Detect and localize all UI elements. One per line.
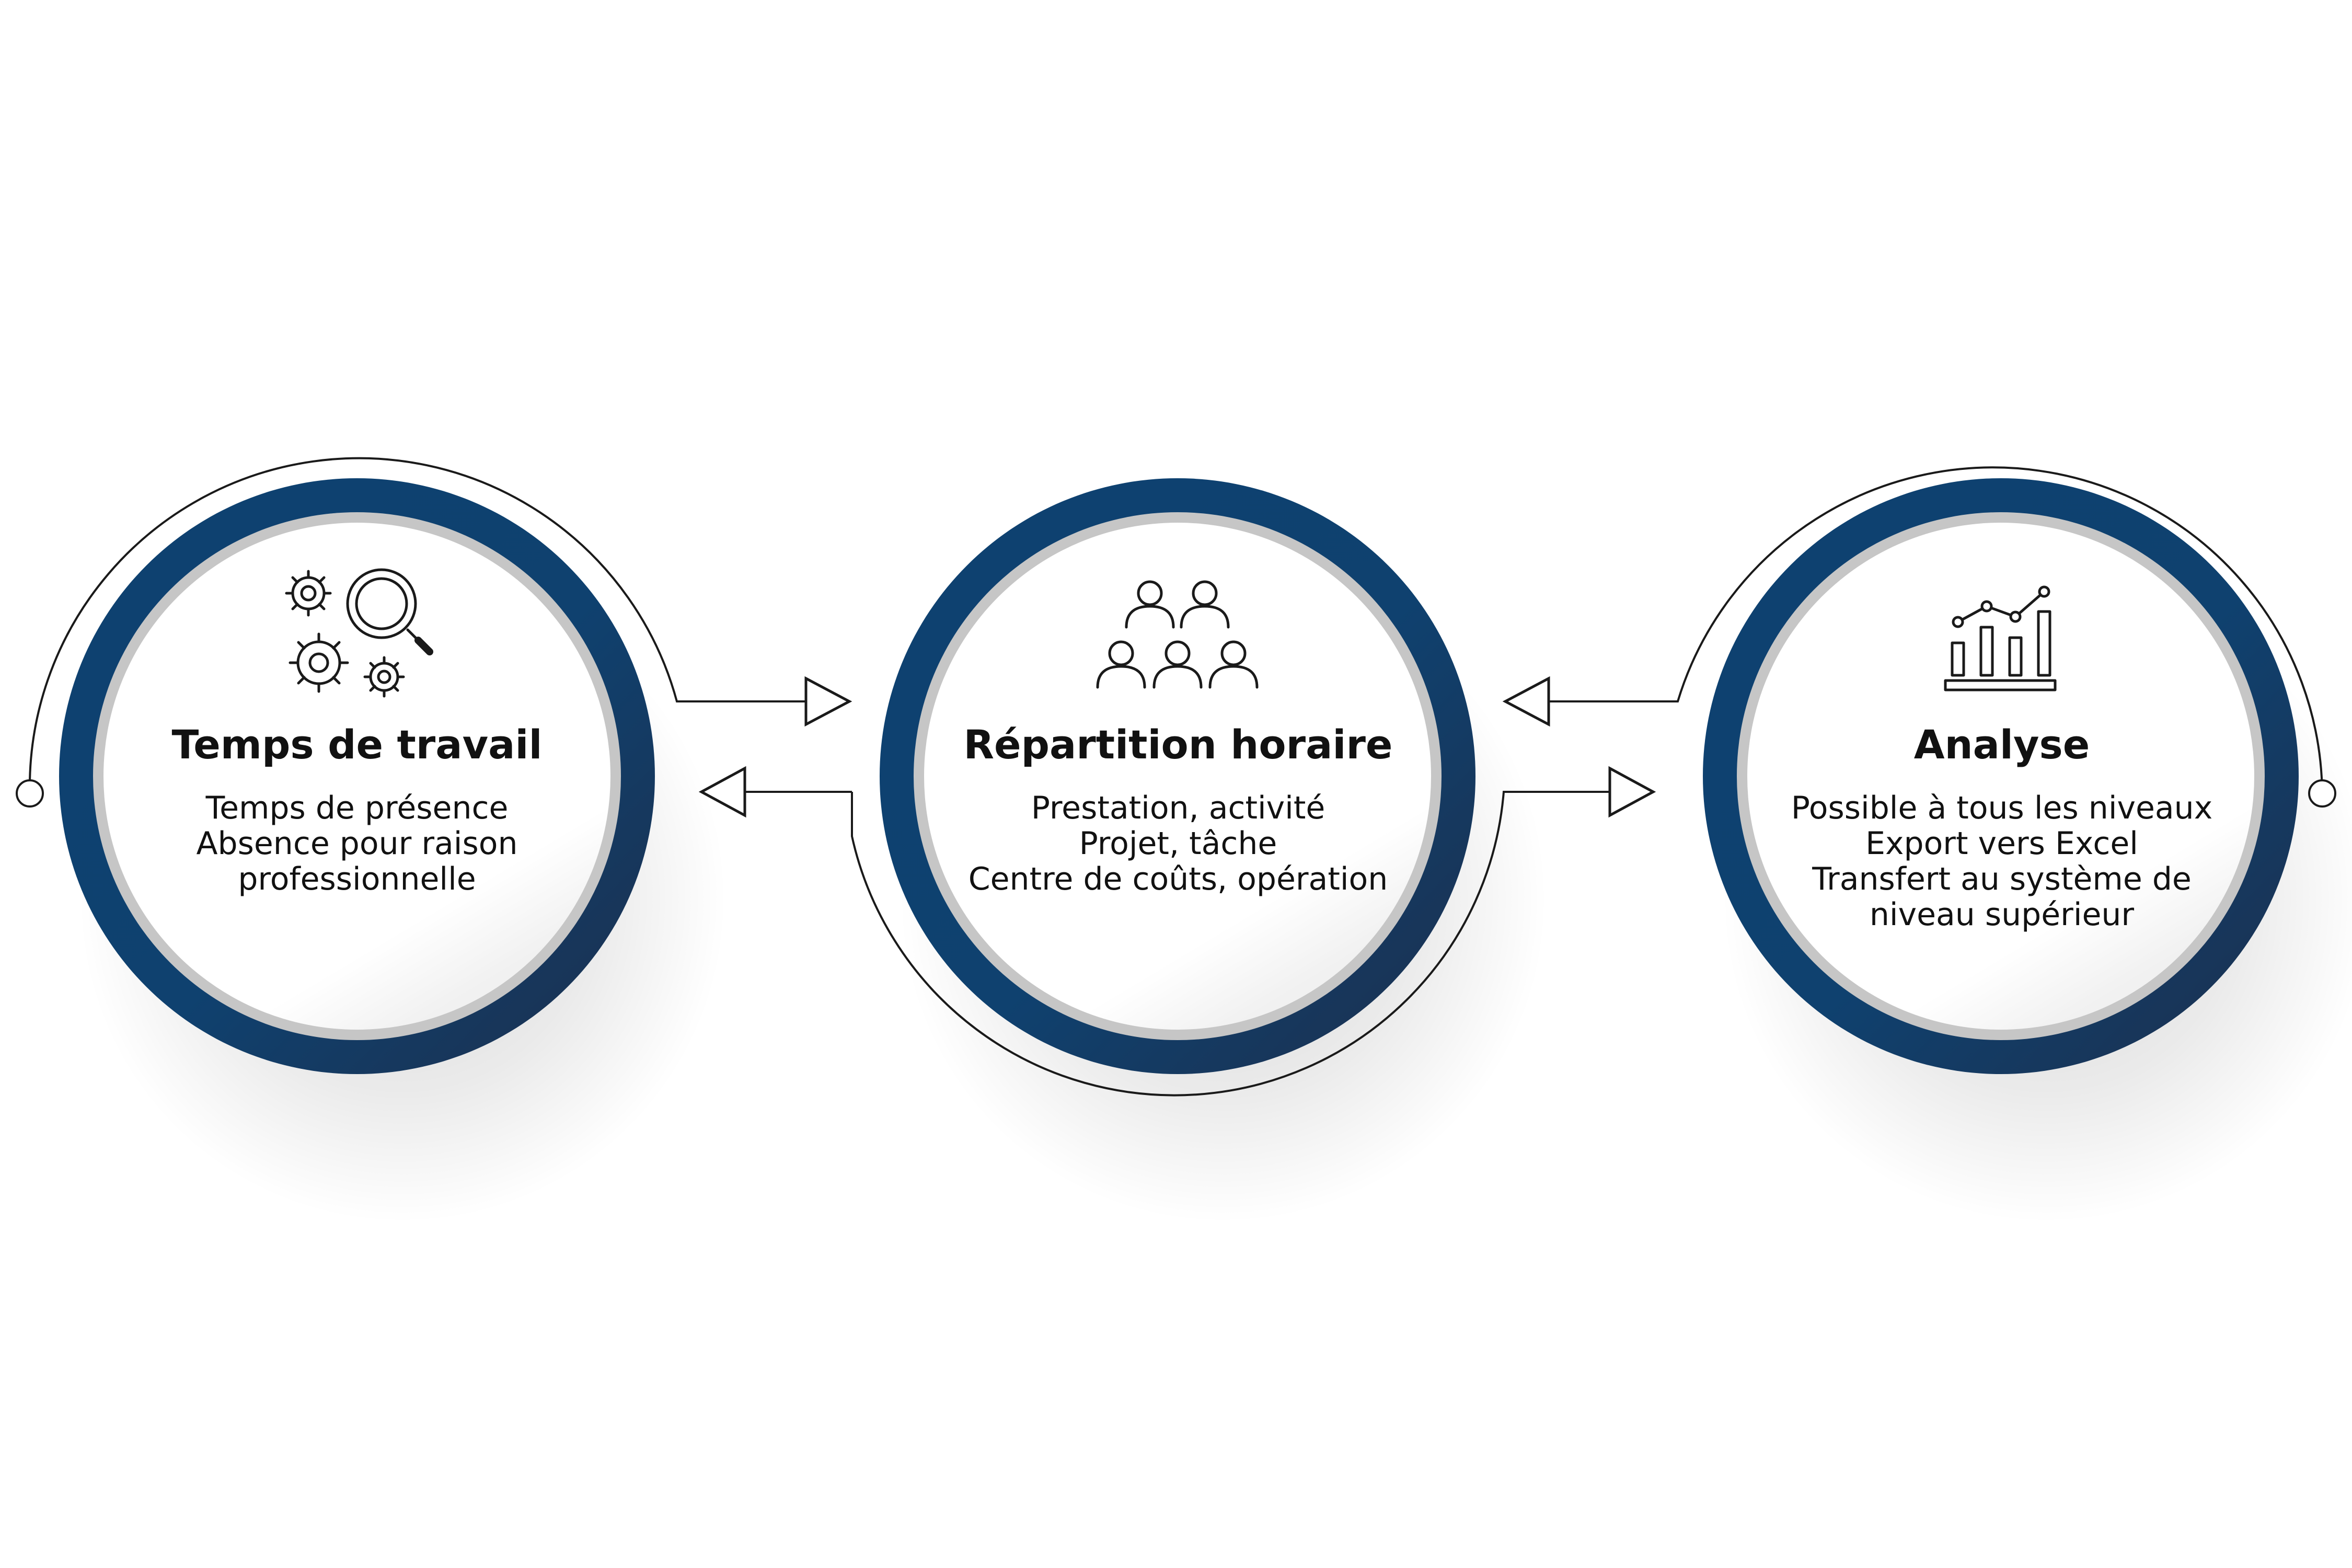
node-1-text: Temps de travail Temps de présence Absen… [122, 721, 592, 897]
connector-lines [28, 457, 2323, 1097]
people-group-icon [1096, 580, 1259, 689]
right-end-dot [2308, 779, 2336, 808]
left-end-dot [16, 779, 44, 808]
node-3-line-3: Transfert au système de [1812, 861, 2192, 897]
arrow-left-2-icon [1502, 676, 1550, 727]
node-3-circle [1703, 478, 2299, 1074]
left-outer-arc [28, 457, 808, 794]
node-1-line-3: professionnelle [238, 861, 476, 897]
node-2-text: Répartition horaire Prestation, activité… [943, 721, 1413, 897]
right-outer-arc [1547, 466, 2323, 794]
arrow-right-1-icon [804, 676, 852, 727]
bar-chart-trend-icon [1944, 585, 2057, 691]
node-1-line-2: Absence pour raison [196, 825, 518, 862]
node-1-line-1: Temps de présence [205, 790, 509, 826]
node-3-line-2: Export vers Excel [1865, 825, 2138, 862]
arrow-left-1-icon [698, 766, 746, 818]
middle-lower-arc [851, 791, 1610, 1097]
node-3-text: Analyse Possible à tous les niveaux Expo… [1767, 721, 2237, 932]
node-3-line-1: Possible à tous les niveaux [1791, 790, 2213, 826]
node-2-line-3: Centre de coûts, opération [968, 861, 1388, 897]
node-2-line-1: Prestation, activité [1031, 790, 1325, 826]
gears-magnifier-icon [285, 568, 433, 698]
node-2-circle [880, 478, 1475, 1074]
node-2-title: Répartition horaire [963, 721, 1393, 768]
node-1-title: Temps de travail [171, 721, 543, 768]
node-1-circle [59, 478, 655, 1074]
node-2-line-2: Projet, tâche [1079, 825, 1277, 862]
arrow-right-2-icon [1608, 766, 1656, 818]
node-3-title: Analyse [1913, 721, 2090, 768]
node-3-line-4: niveau supérieur [1869, 896, 2135, 933]
